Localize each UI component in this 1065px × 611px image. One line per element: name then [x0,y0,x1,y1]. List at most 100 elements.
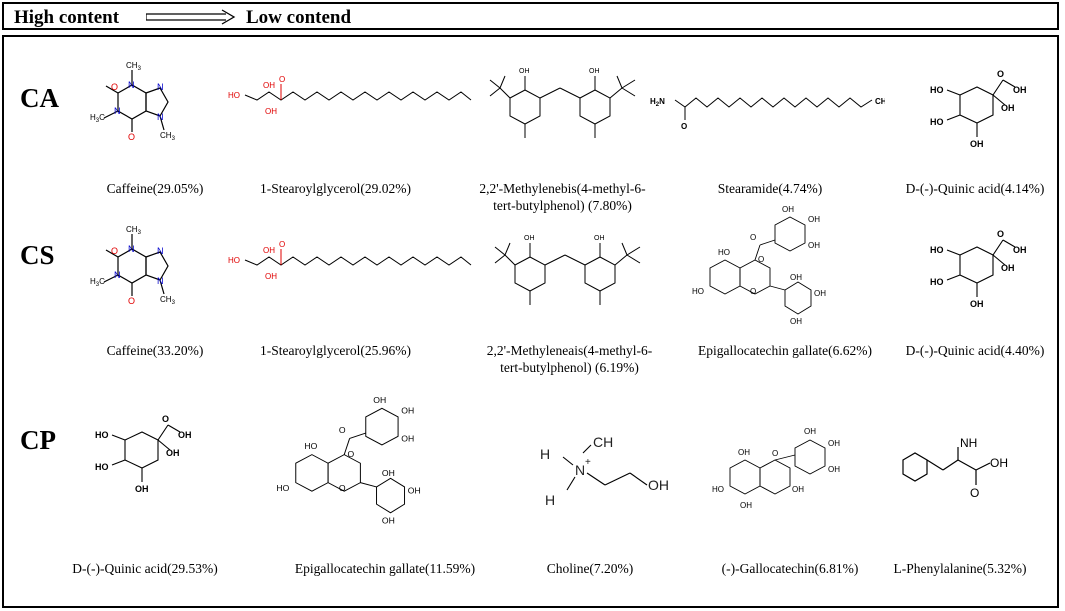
svg-text:OH: OH [594,235,605,242]
svg-text:O: O [997,69,1004,79]
svg-text:O: O [772,449,778,458]
svg-text:OH: OH [1001,263,1015,273]
header-bar: High content Low contend [2,2,1059,30]
svg-text:HO: HO [276,483,289,493]
svg-text:O: O [681,122,687,131]
svg-text:OH: OH [1013,245,1027,255]
svg-text:O: O [347,449,354,459]
svg-text:CH: CH [593,435,613,450]
svg-text:O: O [758,255,764,264]
row-label-cs: CS [20,240,55,270]
egcg-structure-cs: HO HO O O O OH OH OH OH OH OH [692,205,826,326]
svg-text:H3C: H3C [90,113,105,124]
svg-text:H: H [545,492,555,508]
caption-egcg-cs: Epigallocatechin gallate(6.62%) [698,343,872,358]
svg-text:H3C: H3C [90,277,105,288]
caption-caffeine-cs: Caffeine(33.20%) [106,343,204,358]
svg-text:CH3: CH3 [126,225,142,236]
svg-text:HO: HO [95,430,109,440]
svg-text:HO: HO [228,256,240,265]
svg-text:OH: OH [808,241,820,250]
phenylalanine-structure-cp: NH O OH [902,436,1008,500]
svg-text:H2N: H2N [650,97,665,108]
svg-text:HO: HO [930,245,944,255]
svg-text:CH3: CH3 [160,295,176,306]
svg-text:HO: HO [712,485,724,494]
structures-panel [2,35,1059,608]
svg-text:OH: OH [401,406,414,416]
svg-text:OH: OH [782,205,794,214]
svg-text:O: O [279,75,285,84]
svg-text:OH: OH [814,289,826,298]
svg-text:HO: HO [228,91,240,100]
svg-text:O: O [970,486,979,500]
egcg-structure-cp: HO HO O O O OH OH OH OH OH OH [276,395,420,526]
stearoylglycerol-structure-cs: HO OH OH O [228,240,472,281]
svg-text:OH: OH [263,246,275,255]
atom-n: N [128,80,135,90]
caption-quinic-acid-cs: D-(-)-Quinic acid(4.40%) [905,343,1045,358]
svg-text:O: O [339,425,346,435]
quinic-acid-structure-cp: HO HO OH OH O OH [95,414,192,494]
svg-text:OH: OH [970,139,984,149]
svg-text:OH: OH [265,107,277,116]
svg-text:OH: OH [808,215,820,224]
caption-choline-cp: Choline(7.20%) [546,561,634,576]
svg-text:OH: OH [135,484,149,494]
svg-text:OH: OH [524,235,535,242]
row-label-ca: CA [20,83,59,113]
svg-text:OH: OH [804,427,816,436]
stearamide-structure-ca: H2N O CH3 [650,97,885,131]
caption-gallocatechin-cp: (-)-Gallocatechin(6.81%) [721,561,859,576]
atom-o: O [128,132,135,142]
svg-text:OH: OH [740,501,752,510]
svg-text:OH: OH [738,448,750,457]
quinic-acid-structure-ca: HO HO OH OH O OH [930,69,1027,149]
svg-text:OH: OH [790,317,802,326]
caption-stearoylglycerol-ca: 1-Stearoylglycerol(29.02%) [259,181,412,196]
svg-text:N: N [157,246,164,256]
svg-text:OH: OH [790,273,802,282]
svg-text:OH: OH [589,68,600,75]
svg-text:HO: HO [95,462,109,472]
methylenebis-structure-ca: OH OH [489,68,636,138]
gallocatechin-structure-cp: OH HO O OH OH OH OH OH [712,427,840,510]
svg-text:N: N [157,276,164,286]
caption-quinic-acid-ca: D-(-)-Quinic acid(4.14%) [905,181,1045,196]
svg-text:O: O [750,233,756,242]
quinic-acid-structure-cs: HO HO OH OH O OH [930,229,1027,309]
svg-text:HO: HO [930,85,944,95]
caption-stearamide-ca: Stearamide(4.74%) [717,181,823,196]
svg-text:OH: OH [166,448,180,458]
atom-o: O [111,82,118,92]
svg-text:OH: OH [970,299,984,309]
svg-text:N: N [114,270,121,280]
stearoylglycerol-structure-ca: HO OH OH O [228,75,472,116]
svg-text:OH: OH [401,434,414,444]
svg-text:N: N [575,462,585,478]
svg-text:O: O [750,287,756,296]
svg-text:OH: OH [373,395,386,405]
svg-text:H: H [540,446,550,462]
svg-text:OH: OH [792,485,804,494]
svg-text:CH3: CH3 [875,97,885,108]
caption-caffeine-ca: Caffeine(29.05%) [106,181,204,196]
svg-text:N: N [128,244,135,254]
caption-methyleneais-cs: 2,2'-Methyleneais(4-methyl-6-tert-butylp… [486,343,653,375]
svg-text:OH: OH [1001,103,1015,113]
svg-text:HO: HO [930,117,944,127]
svg-text:OH: OH [382,516,395,526]
svg-text:O: O [111,246,118,256]
caption-methylenebis-ca: 2,2'-Methylenebis(4-methyl-6-tert-butylp… [479,181,646,213]
svg-text:OH: OH [990,456,1008,470]
caption-quinic-acid-cp: D-(-)-Quinic acid(29.53%) [72,561,218,576]
svg-text:OH: OH [178,430,192,440]
atom-n: N [157,82,164,92]
svg-text:HO: HO [930,277,944,287]
svg-text:OH: OH [1013,85,1027,95]
svg-text:CH3: CH3 [126,61,142,72]
svg-text:HO: HO [718,248,730,257]
svg-text:HO: HO [304,441,317,451]
svg-text:O: O [997,229,1004,239]
svg-text:OH: OH [828,465,840,474]
